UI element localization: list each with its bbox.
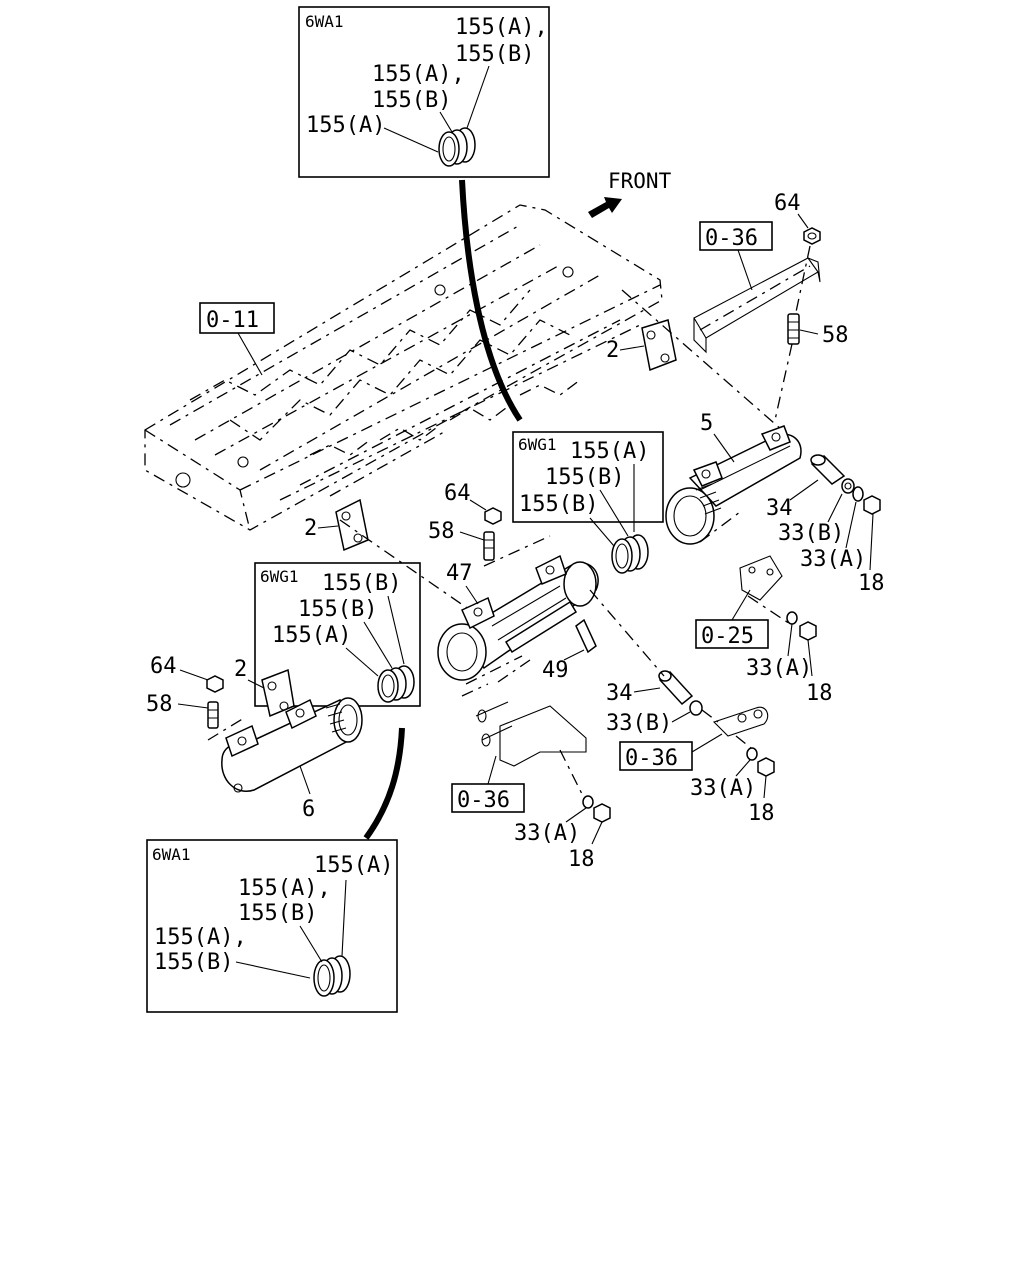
part-label: 155(A),: [372, 62, 465, 87]
part-number: 18: [806, 681, 833, 706]
front-arrow-icon: [588, 197, 622, 218]
part-label: 155(B): [154, 950, 233, 975]
part-64-nut-left: 64: [150, 654, 224, 693]
seal-ring-icon: [589, 464, 649, 574]
part-number: 58: [146, 692, 173, 717]
inset-tag: 6WA1: [152, 845, 191, 864]
part-number: 64: [444, 481, 471, 506]
part-18-nut-bottom: 18: [568, 803, 611, 872]
part-6-exhaust-pipe-front: 6: [221, 697, 363, 822]
ref-box-0-36-top: 0-36: [699, 221, 773, 291]
part-number: 5: [700, 411, 713, 436]
part-58-stud-left: 58: [146, 692, 245, 741]
ref-box-0-11: 0-11: [199, 302, 275, 376]
part-number: 47: [446, 561, 473, 586]
inset-tag: 6WA1: [305, 12, 344, 31]
part-label: 155(A),: [455, 15, 548, 40]
part-18-nut-center: 18: [748, 757, 775, 826]
part-number: 2: [304, 516, 317, 541]
part-label: 155(B): [519, 492, 598, 517]
part-5-exhaust-pipe-rear: 5: [665, 411, 802, 545]
heat-shield-bracket: [693, 257, 821, 354]
seal-ring-icon: [438, 127, 476, 167]
inset-tag: 6WG1: [260, 567, 299, 586]
part-label: 155(B): [322, 571, 401, 596]
part-number: 58: [428, 519, 455, 544]
part-label: 155(B): [372, 88, 451, 113]
ref-label: 0-36: [705, 226, 758, 251]
part-label: 155(A): [306, 113, 385, 138]
part-number: 64: [150, 654, 177, 679]
part-33a-washer-right: 33(A): [746, 611, 812, 681]
part-2-gasket-middle: 2: [304, 431, 471, 611]
part-label: 155(A): [314, 853, 393, 878]
inset-connector: [363, 727, 405, 840]
part-58-stud-middle: 58: [428, 519, 551, 567]
part-number: 33(A): [800, 547, 866, 572]
part-label: 155(A),: [154, 925, 247, 950]
support-bracket-lower-right: [712, 706, 769, 753]
seal-ring-icon: [313, 955, 351, 997]
part-64-nut-top: 64: [774, 191, 821, 313]
part-number: 33(A): [746, 656, 812, 681]
part-34-spacer-top: 34: [766, 454, 846, 521]
inset-tag: 6WG1: [518, 435, 557, 454]
part-47-exhaust-pipe-center: 47: [437, 554, 599, 685]
part-33b-washer-center: 33(B): [606, 700, 719, 736]
inset-6wa1-top: 6WA1 155(A), 155(B) 155(A), 155(B) 155(A…: [298, 6, 550, 178]
part-label: 155(A),: [238, 876, 331, 901]
part-33a-washer-bottom: 33(A): [514, 795, 594, 846]
part-label: 155(A): [272, 623, 351, 648]
part-number: 34: [766, 496, 793, 521]
part-34-spacer-center: 34: [589, 589, 694, 706]
part-number: 34: [606, 681, 633, 706]
ref-label: 0-25: [701, 624, 754, 649]
part-label: 155(A): [570, 439, 649, 464]
part-number: 64: [774, 191, 801, 216]
part-number: 18: [748, 801, 775, 826]
part-number: 33(B): [778, 521, 844, 546]
part-number: 2: [234, 657, 247, 682]
inset-6wa1-bottom: 6WA1 155(A) 155(A), 155(B) 155(A), 155(B…: [146, 839, 398, 1013]
support-bracket-lower-left: [461, 659, 587, 799]
ref-box-0-36-bottom: 0-36: [451, 755, 525, 813]
ref-label: 0-11: [206, 308, 259, 333]
front-label: FRONT: [608, 169, 672, 193]
ref-label: 0-36: [457, 788, 510, 813]
inset-6wg1-middle: 6WG1 155(A) 155(B) 155(B): [512, 431, 664, 523]
part-64-nut-middle: 64: [444, 481, 502, 525]
part-33b-washer-top: 33(B): [778, 478, 855, 546]
part-label: 155(B): [298, 597, 377, 622]
part-2-gasket-top: 2: [606, 289, 783, 431]
part-label: 155(B): [455, 42, 534, 67]
inset-6wg1-left: 6WG1 155(B) 155(B) 155(A): [254, 562, 421, 707]
part-33a-washer-top: 33(A): [800, 486, 866, 572]
ref-box-0-25: 0-25: [695, 589, 769, 649]
support-bracket-0-25: [739, 555, 791, 625]
seal-ring-icon: [377, 665, 415, 703]
part-33a-washer-center: 33(A): [690, 747, 758, 801]
part-number: 33(B): [606, 711, 672, 736]
part-49-stud: 49: [542, 618, 597, 683]
part-label: 155(B): [545, 465, 624, 490]
front-indicator: FRONT: [588, 169, 672, 218]
part-18-nut-right: 18: [799, 621, 833, 706]
part-58-stud-top: 58: [774, 313, 849, 421]
part-number: 2: [606, 338, 619, 363]
part-number: 33(A): [514, 821, 580, 846]
cylinder-head-outline: [144, 204, 663, 531]
part-number: 33(A): [690, 776, 756, 801]
ref-box-0-36-middle: 0-36: [619, 733, 723, 771]
part-18-nut-top: 18: [858, 495, 885, 596]
ref-label: 0-36: [625, 746, 678, 771]
part-number: 58: [822, 323, 849, 348]
part-number: 49: [542, 658, 569, 683]
part-2-gasket-left: 2: [234, 657, 295, 718]
part-number: 18: [568, 847, 595, 872]
part-number: 18: [858, 571, 885, 596]
part-label: 155(B): [238, 901, 317, 926]
part-number: 6: [302, 797, 315, 822]
inset-connector: [459, 179, 523, 422]
